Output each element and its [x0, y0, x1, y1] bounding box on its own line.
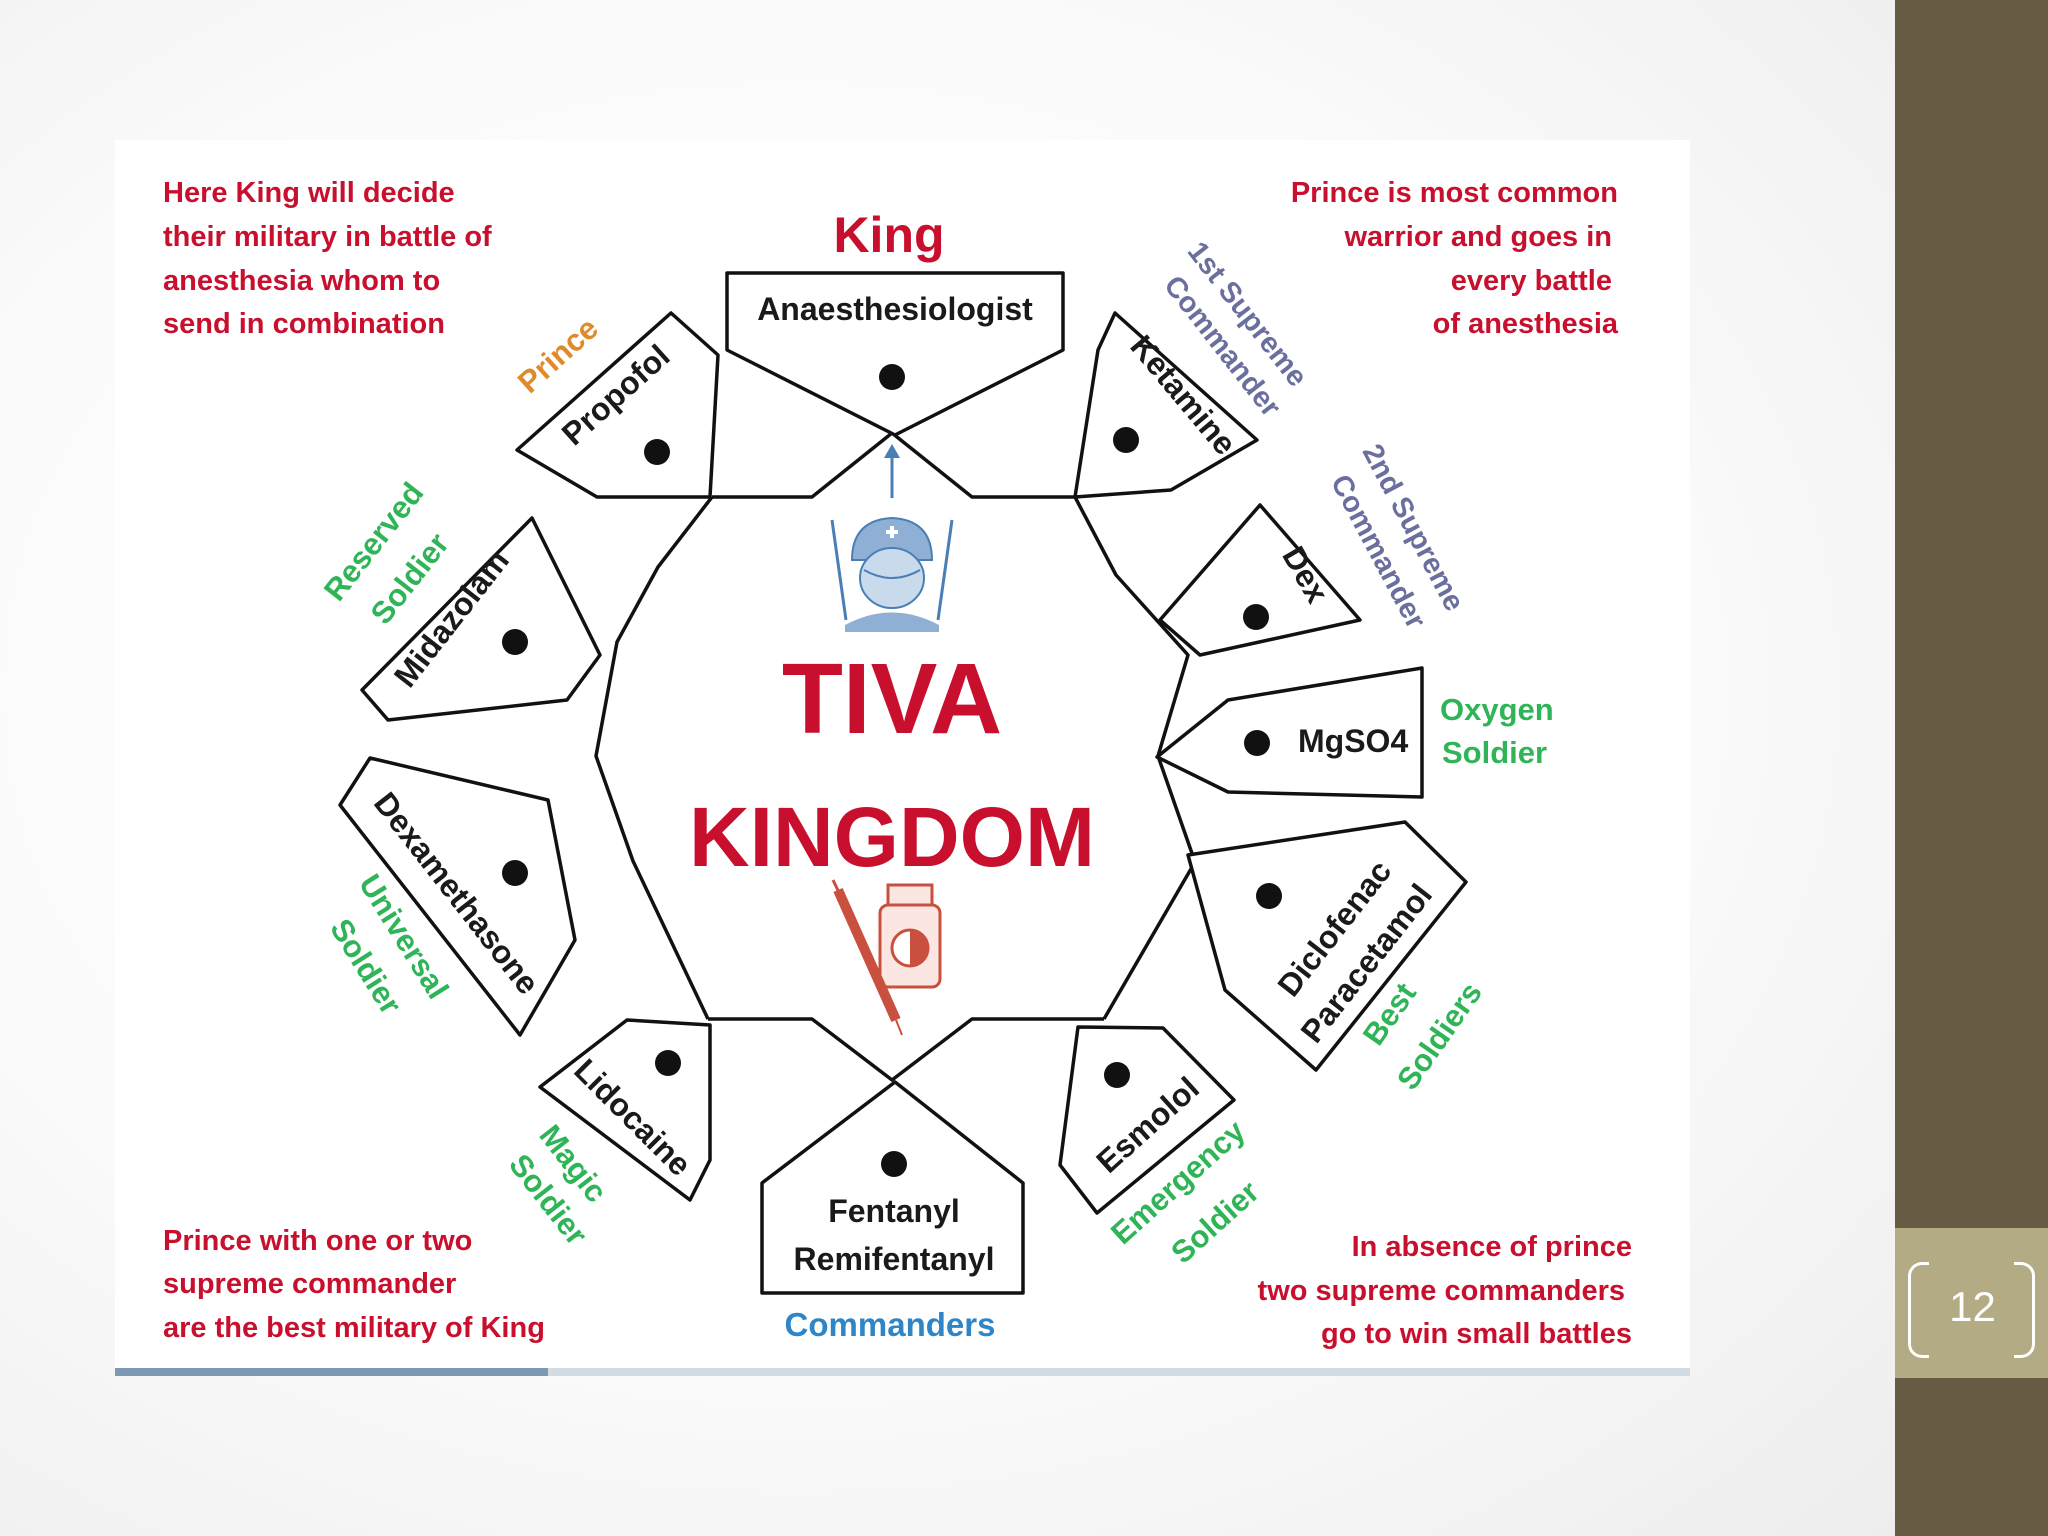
bottom-rule: [115, 1368, 1690, 1376]
svg-text:Prince with one or two: Prince with one or two: [163, 1225, 472, 1257]
node-dot: [879, 364, 905, 390]
node-dot: [1113, 427, 1139, 453]
bottom-rule-accent: [115, 1368, 548, 1376]
center-title: TIVA KINGDOM: [689, 643, 1095, 884]
svg-text:MgSO4: MgSO4: [1298, 723, 1408, 759]
svg-text:warrior and goes in: warrior and goes in: [1344, 221, 1613, 253]
anesthesiologist-icon: [830, 444, 954, 632]
svg-text:TIVA: TIVA: [782, 643, 1002, 755]
node-dot: [502, 860, 528, 886]
svg-text:of anesthesia: of anesthesia: [1433, 308, 1619, 340]
diclofenac-paracetamol-node: Diclofenac Paracetamol Best Soldiers: [1186, 820, 1489, 1096]
node-dot: [1244, 730, 1270, 756]
note-bottom-left: Prince with one or two supreme commander…: [163, 1225, 545, 1344]
dex-node: Dex 2nd Supreme Commander: [1158, 439, 1470, 657]
node-dot: [1104, 1062, 1130, 1088]
lidocaine-node: Lidocaine Magic Soldier: [502, 1018, 712, 1252]
note-bottom-right: In absence of prince two supreme command…: [1258, 1231, 1632, 1350]
mgso4-node: MgSO4 Oxygen Soldier: [1155, 666, 1554, 799]
svg-text:anesthesia whom to: anesthesia whom to: [163, 265, 440, 297]
svg-text:their military in battle of: their military in battle of: [163, 221, 492, 253]
page-number-bracket-left: [1908, 1262, 1929, 1358]
svg-text:KINGDOM: KINGDOM: [689, 790, 1095, 884]
svg-text:Remifentanyl: Remifentanyl: [794, 1241, 995, 1277]
svg-text:Commanders: Commanders: [785, 1306, 996, 1343]
dexamethasone-node: Dexamethasone Universal Soldier: [323, 756, 577, 1037]
svg-text:King: King: [833, 207, 944, 263]
esmolol-node: Esmolol Emergency Soldier: [1058, 1025, 1266, 1270]
svg-text:supreme commander: supreme commander: [163, 1268, 456, 1300]
king-anaesthesiologist-node: Anaesthesiologist King: [725, 207, 1065, 437]
ketamine-node: Ketamine 1st Supreme Commander: [1073, 236, 1313, 499]
svg-text:Soldier: Soldier: [1442, 735, 1547, 770]
svg-text:Here King will decide: Here King will decide: [163, 177, 455, 209]
propofol-node: Propofol Prince: [511, 310, 720, 499]
svg-text:send in combination: send in combination: [163, 308, 445, 340]
svg-text:Prince is most common: Prince is most common: [1291, 177, 1618, 209]
node-dot: [1243, 604, 1269, 630]
note-top-right: Prince is most common warrior and goes i…: [1291, 177, 1619, 340]
note-top-left: Here King will decide their military in …: [163, 177, 492, 340]
svg-text:two supreme commanders: two supreme commanders: [1258, 1275, 1625, 1307]
node-dot: [644, 439, 670, 465]
syringe-vial-icon: [831, 879, 942, 1036]
page-number-bracket-right: [2014, 1262, 2035, 1358]
svg-text:are the best military of King: are the best military of King: [163, 1312, 545, 1344]
node-dot: [1256, 883, 1282, 909]
svg-text:In absence of prince: In absence of prince: [1352, 1231, 1632, 1263]
svg-text:Oxygen: Oxygen: [1440, 692, 1554, 727]
svg-text:go to win small battles: go to win small battles: [1321, 1318, 1632, 1350]
midazolam-node: Midazolam Reserved Soldier: [317, 476, 602, 722]
svg-text:every battle: every battle: [1451, 265, 1612, 297]
svg-text:Anaesthesiologist: Anaesthesiologist: [757, 291, 1033, 327]
node-dot: [655, 1050, 681, 1076]
page-number: 12: [1949, 1283, 1996, 1330]
node-dot: [881, 1151, 907, 1177]
node-dot: [502, 629, 528, 655]
svg-text:Fentanyl: Fentanyl: [828, 1193, 960, 1229]
fentanyl-remifentanyl-node: Fentanyl Remifentanyl Commanders: [760, 1080, 1025, 1343]
